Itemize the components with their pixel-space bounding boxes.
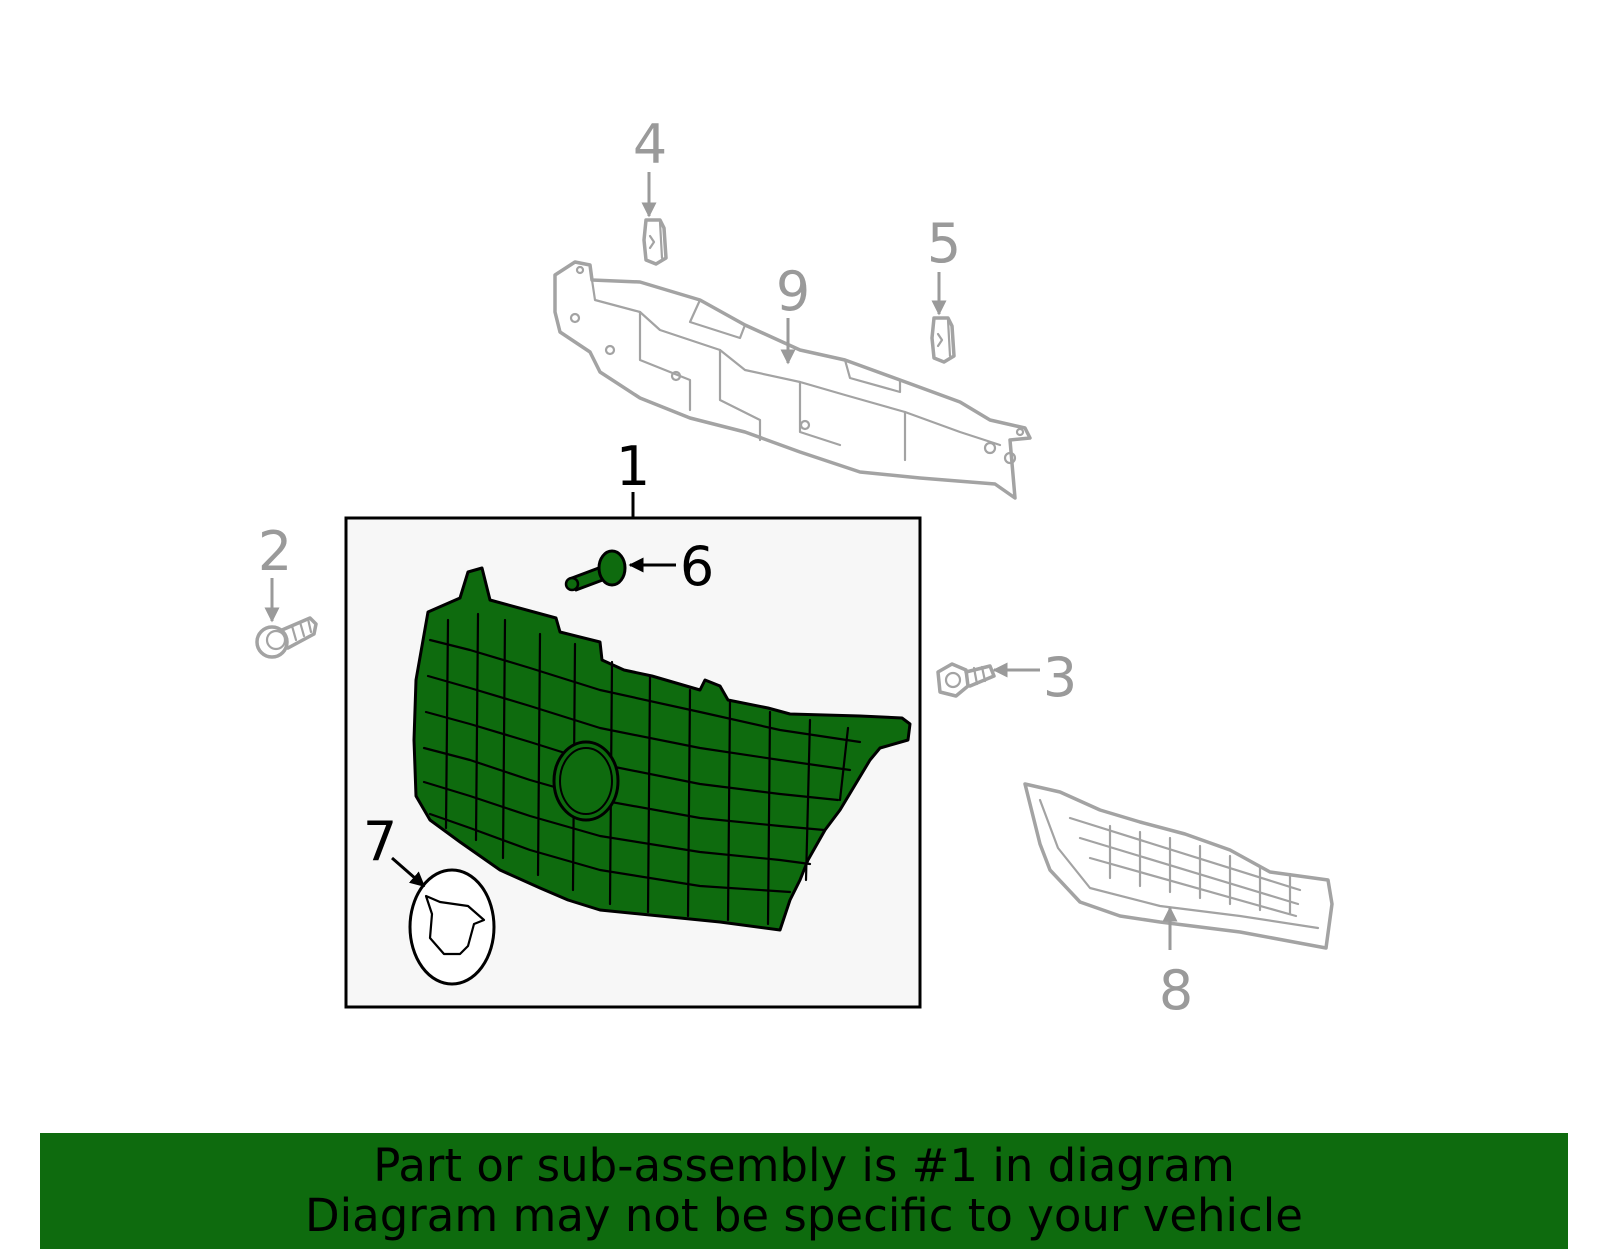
part-7-emblem xyxy=(408,868,496,986)
part-2-bolt xyxy=(255,616,318,659)
part-8-lower-grille xyxy=(1023,782,1334,950)
part-4-clip xyxy=(642,218,668,266)
callout-8: 8 xyxy=(1159,959,1193,1022)
banner-line-1: Part or sub-assembly is #1 in diagram xyxy=(373,1139,1235,1192)
callout-4: 4 xyxy=(633,113,667,176)
info-banner: Part or sub-assembly is #1 in diagram Di… xyxy=(40,1133,1568,1249)
part-1-grille xyxy=(412,566,912,932)
part-6-screw xyxy=(564,549,627,592)
part-5-clip xyxy=(930,316,956,364)
banner-line-2: Diagram may not be specific to your vehi… xyxy=(305,1189,1303,1242)
part-3-bolt xyxy=(936,662,996,698)
arrow-7 xyxy=(391,856,426,888)
callout-9: 9 xyxy=(776,260,810,323)
callout-2: 2 xyxy=(258,520,292,583)
callout-5: 5 xyxy=(927,212,961,275)
callout-1: 1 xyxy=(616,435,650,498)
callout-7: 7 xyxy=(363,810,397,873)
callout-6: 6 xyxy=(680,535,714,598)
part-9-upper-bracket xyxy=(553,260,1032,500)
arrows xyxy=(264,172,1178,950)
callout-3: 3 xyxy=(1043,646,1077,709)
